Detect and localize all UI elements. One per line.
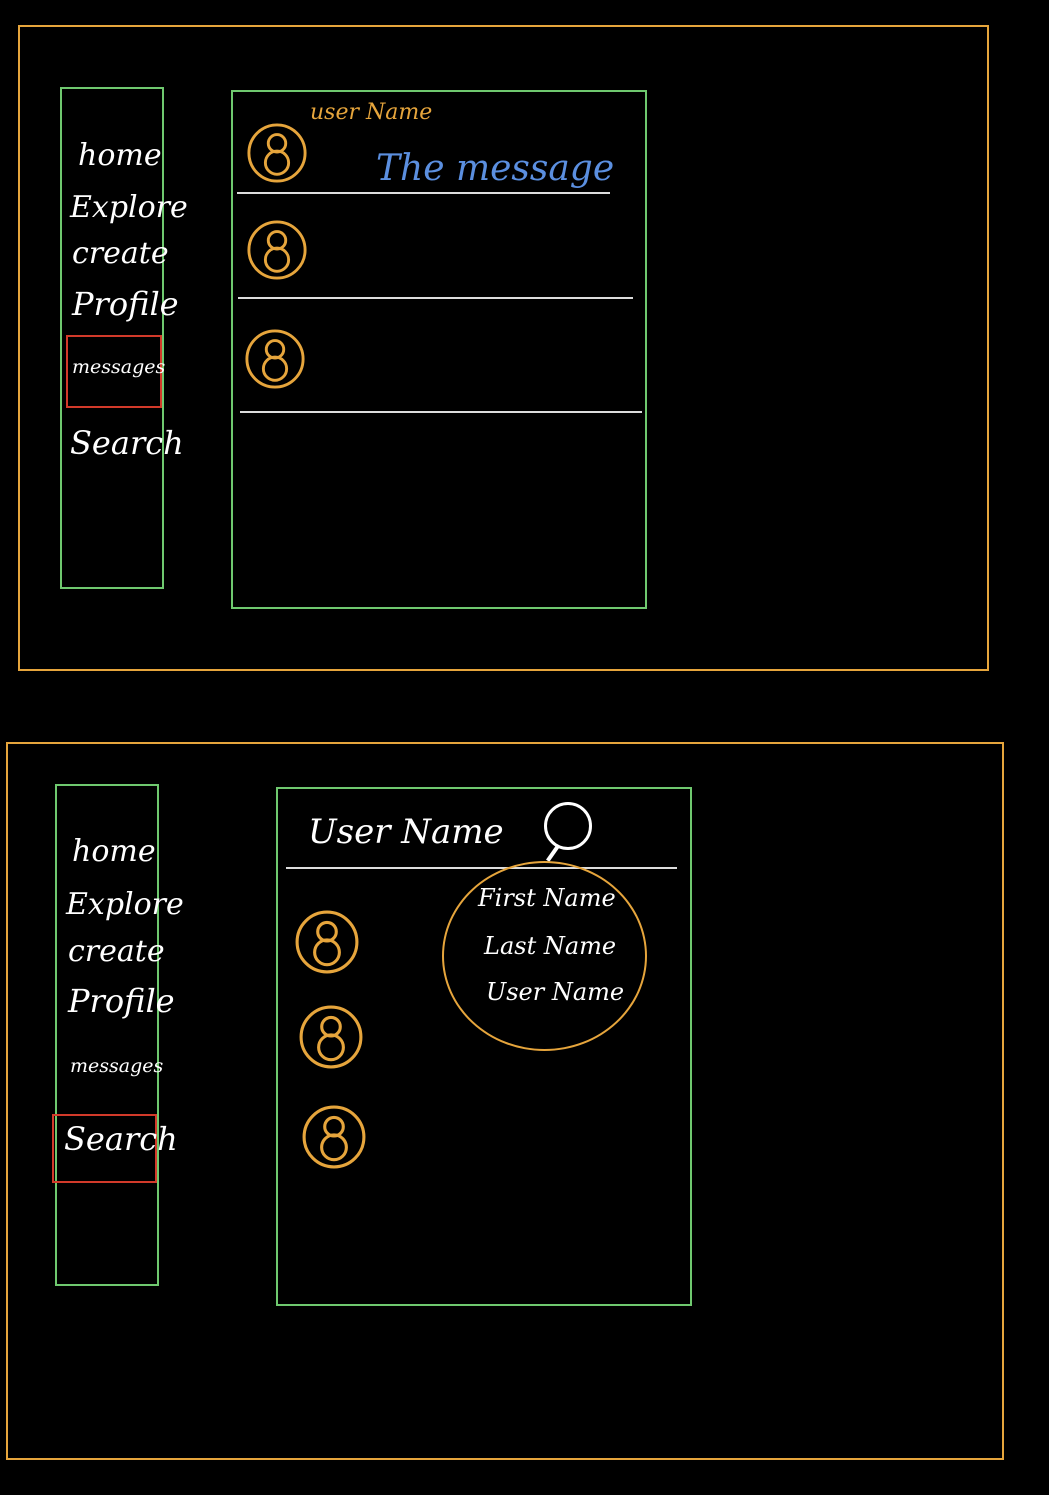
nav-search[interactable]: Search: [64, 1120, 178, 1158]
filter-last-name[interactable]: Last Name: [484, 932, 617, 960]
nav-explore[interactable]: Explore: [66, 887, 184, 922]
user-avatar-icon[interactable]: [298, 1004, 364, 1070]
filter-first-name[interactable]: First Name: [478, 884, 616, 912]
nav-home[interactable]: home: [78, 138, 162, 173]
nav-messages[interactable]: messages: [72, 356, 166, 378]
nav-create[interactable]: create: [68, 934, 165, 969]
nav-profile[interactable]: Profile: [68, 982, 175, 1020]
nav-create[interactable]: create: [72, 236, 169, 271]
user-avatar-icon[interactable]: [246, 122, 308, 184]
search-divider: [286, 867, 677, 869]
nav-search[interactable]: Search: [70, 424, 184, 462]
message-divider: [237, 192, 610, 194]
user-avatar-icon[interactable]: [301, 1104, 367, 1170]
search-filter-dropdown[interactable]: [442, 861, 647, 1051]
message-divider: [240, 411, 642, 413]
search-icon[interactable]: [540, 800, 596, 866]
nav-home[interactable]: home: [72, 834, 156, 869]
search-panel: [276, 787, 692, 1306]
sidebar-1: [60, 87, 164, 589]
nav-profile[interactable]: Profile: [72, 285, 179, 323]
message-username: user Name: [310, 100, 433, 125]
nav-selected-highlight: [52, 1114, 157, 1183]
user-avatar-icon[interactable]: [246, 219, 308, 281]
filter-user-name[interactable]: User Name: [486, 978, 625, 1006]
message-divider: [238, 297, 633, 299]
search-input[interactable]: User Name: [308, 812, 504, 852]
nav-selected-highlight: [66, 335, 162, 408]
sidebar-2: [55, 784, 159, 1286]
message-preview[interactable]: The message: [376, 148, 615, 189]
message-list-panel: [231, 90, 647, 609]
user-avatar-icon[interactable]: [244, 328, 306, 390]
screen-1-frame: [18, 25, 989, 671]
nav-explore[interactable]: Explore: [70, 190, 188, 225]
user-avatar-icon[interactable]: [294, 909, 360, 975]
screen-2-frame: [6, 742, 1004, 1460]
nav-messages[interactable]: messages: [70, 1055, 164, 1077]
